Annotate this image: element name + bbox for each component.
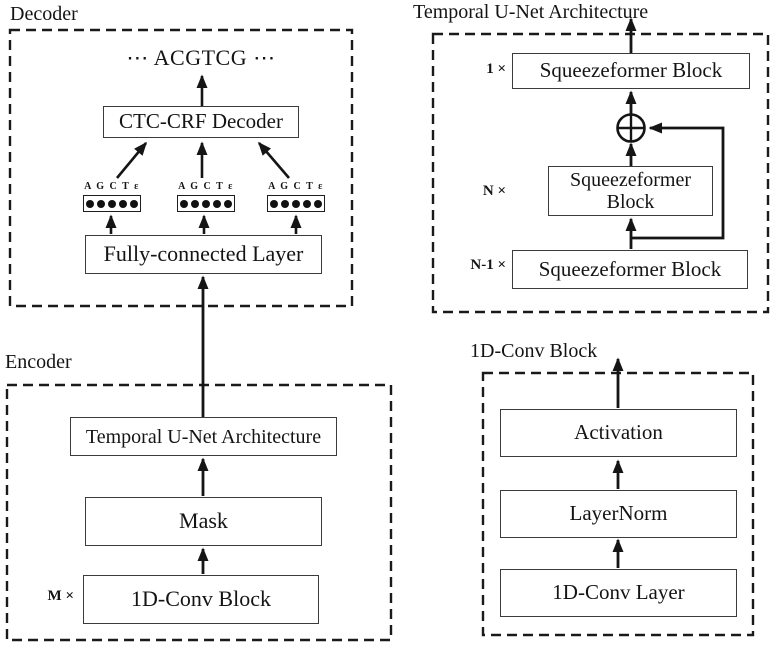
probability-dot bbox=[97, 199, 105, 208]
conv-block-box: 1D-Conv Block bbox=[83, 575, 319, 624]
probability-dot bbox=[224, 199, 232, 208]
prob-header-middle: A G C T ε bbox=[178, 181, 234, 192]
arrow-left-vector-to-ctc bbox=[115, 141, 148, 179]
probability-dot bbox=[303, 199, 311, 208]
probability-dot bbox=[281, 199, 289, 208]
prob-vector-left bbox=[83, 195, 141, 212]
multiplier-mx: M × bbox=[47, 588, 74, 604]
squeezeformer-block-middle-box: Squeezeformer Block bbox=[548, 166, 713, 216]
probability-dot bbox=[180, 199, 188, 208]
output-sequence-text: ⋯ ACGTCG ⋯ bbox=[126, 45, 276, 70]
prob-header-left: A G C T ε bbox=[84, 181, 140, 192]
prob-vector-right bbox=[267, 195, 325, 212]
probability-dot bbox=[119, 199, 127, 208]
multiplier-nx: N × bbox=[482, 183, 506, 199]
encoder-panel-title: Encoder bbox=[5, 351, 72, 373]
probability-dot bbox=[108, 199, 116, 208]
arrow-right-vector-to-ctc bbox=[258, 141, 290, 179]
conv-block-panel-title: 1D-Conv Block bbox=[470, 340, 598, 362]
multiplier-n-1x: N-1 × bbox=[470, 257, 506, 273]
squeezeformer-block-bottom-box: Squeezeformer Block bbox=[512, 250, 748, 289]
fully-connected-layer-box: Fully-connected Layer bbox=[85, 235, 322, 274]
decoder-panel-title: Decoder bbox=[10, 3, 78, 25]
activation-box: Activation bbox=[500, 409, 737, 457]
layernorm-box: LayerNorm bbox=[500, 490, 737, 538]
probability-dot bbox=[213, 199, 221, 208]
prob-vector-middle bbox=[177, 195, 235, 212]
squeezeformer-block-top-box: Squeezeformer Block bbox=[512, 53, 750, 89]
probability-dot bbox=[202, 199, 210, 208]
circled-plus-icon bbox=[616, 113, 646, 143]
probability-dot bbox=[191, 199, 199, 208]
temporal-unet-panel-title: Temporal U-Net Architecture bbox=[413, 1, 649, 23]
probability-dot bbox=[130, 199, 138, 208]
probability-dot bbox=[292, 199, 300, 208]
prob-header-right: A G C T ε bbox=[268, 181, 324, 192]
probability-dot bbox=[86, 199, 94, 208]
probability-dot bbox=[270, 199, 278, 208]
ctc-crf-decoder-box: CTC-CRF Decoder bbox=[103, 106, 299, 138]
multiplier-1x: 1 × bbox=[486, 61, 506, 77]
probability-dot bbox=[314, 199, 322, 208]
mask-box: Mask bbox=[85, 497, 322, 546]
conv-layer-box: 1D-Conv Layer bbox=[500, 569, 737, 617]
temporal-unet-box: Temporal U-Net Architecture bbox=[70, 417, 337, 456]
